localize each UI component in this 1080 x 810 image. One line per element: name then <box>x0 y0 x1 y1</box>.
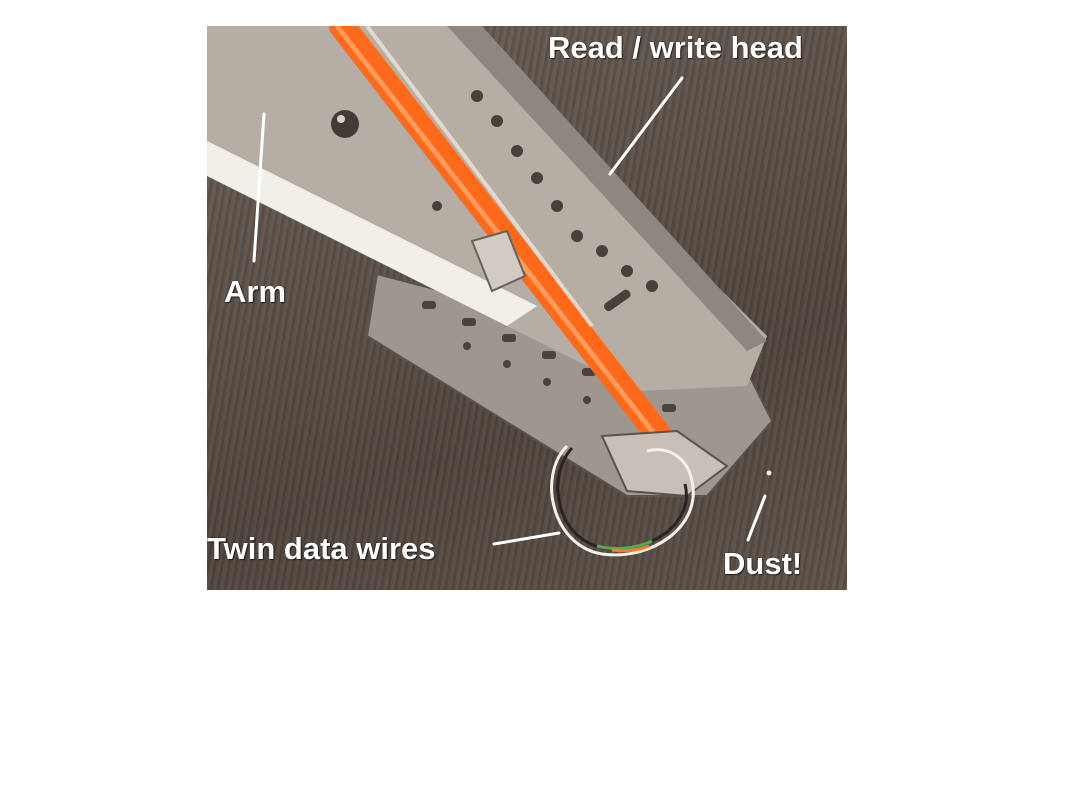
label-dust: Dust! <box>723 546 803 581</box>
label-twin-data-wires: Twin data wires <box>207 531 436 566</box>
head-slider-bracket <box>470 229 729 498</box>
label-arm: Arm <box>224 274 287 309</box>
dust-speck <box>766 470 772 476</box>
leader-lines <box>252 76 767 546</box>
label-read-write-head: Read / write head <box>548 30 803 65</box>
photo-illustration <box>207 26 774 557</box>
hard-drive-head-photo: Read / write head Arm Twin data wires Du… <box>207 26 847 590</box>
twin-data-wires <box>550 444 695 557</box>
